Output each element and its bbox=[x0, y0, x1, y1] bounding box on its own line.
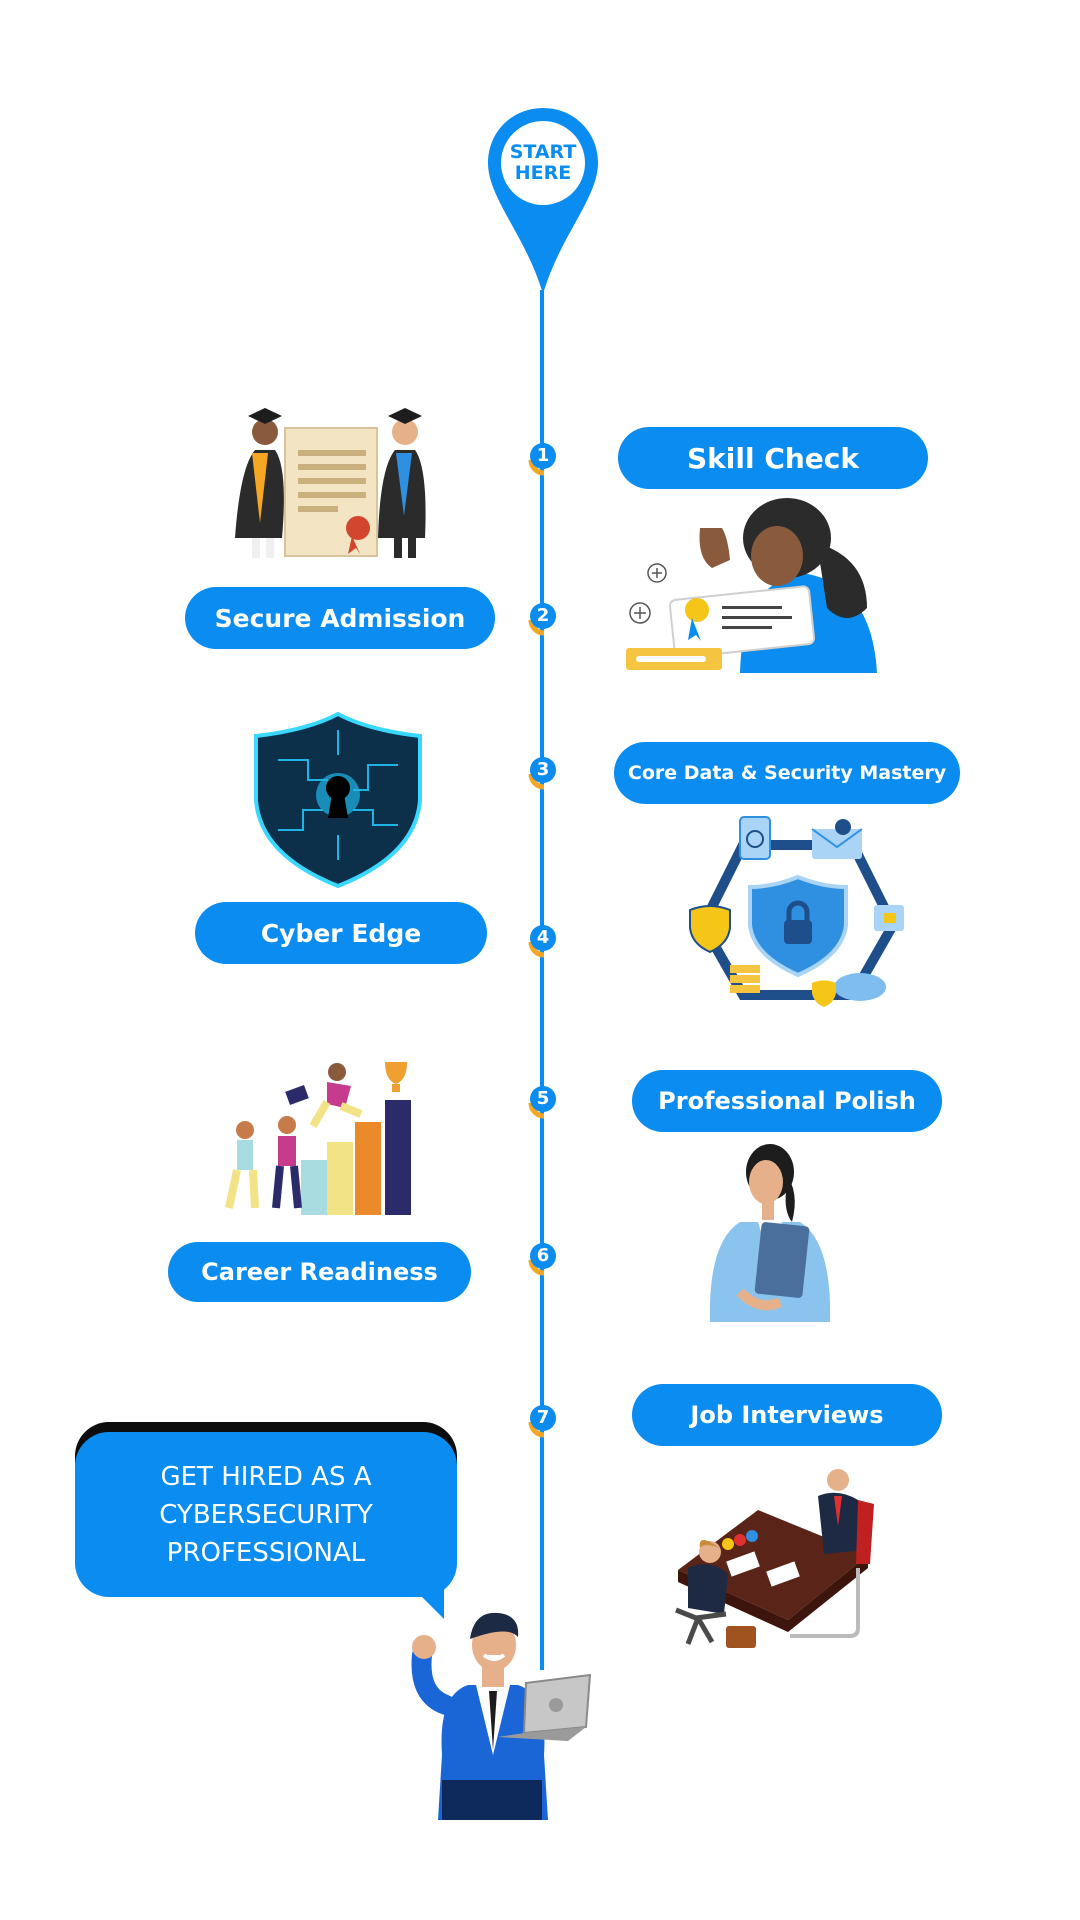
security-network-icon bbox=[689, 816, 904, 1007]
step-label-cyber-edge: Cyber Edge bbox=[195, 902, 487, 964]
graduates-diploma-icon bbox=[235, 408, 426, 558]
security-shield-keyhole-icon bbox=[254, 711, 422, 889]
step-label-secure-admission: Secure Admission bbox=[185, 587, 495, 649]
step-label-skill-check: Skill Check bbox=[618, 427, 928, 489]
career-growth-chart-icon bbox=[225, 1062, 411, 1215]
goal-line-1: GET HIRED AS A bbox=[160, 1461, 372, 1492]
start-pin-icon bbox=[488, 108, 598, 294]
start-pin-line1: START bbox=[509, 141, 577, 163]
step-number-1: 1 bbox=[536, 445, 550, 466]
step-number-4: 4 bbox=[536, 927, 550, 948]
start-pin-text: START HERE bbox=[496, 142, 590, 184]
step-node-4: 4 bbox=[527, 924, 557, 958]
goal-speech-bubble: GET HIRED AS A CYBERSECURITY PROFESSIONA… bbox=[75, 1432, 457, 1597]
goal-line-2: CYBERSECURITY bbox=[159, 1499, 373, 1530]
start-pin-line2: HERE bbox=[514, 162, 572, 184]
woman-certificate-icon bbox=[626, 498, 877, 673]
step-number-2: 2 bbox=[536, 605, 550, 626]
step-label-career-readiness: Career Readiness bbox=[168, 1242, 471, 1302]
step-node-5: 5 bbox=[527, 1085, 557, 1119]
business-woman-icon bbox=[709, 1144, 831, 1322]
step-label-core-data-security: Core Data & Security Mastery bbox=[614, 742, 960, 804]
step-number-6: 6 bbox=[536, 1245, 550, 1266]
step-number-3: 3 bbox=[536, 759, 550, 780]
step-node-2: 2 bbox=[527, 602, 557, 636]
step-node-7: 7 bbox=[527, 1404, 557, 1438]
step-label-professional-polish: Professional Polish bbox=[632, 1070, 942, 1132]
step-node-6: 6 bbox=[527, 1242, 557, 1276]
job-interview-icon bbox=[675, 1469, 874, 1648]
step-label-job-interviews: Job Interviews bbox=[632, 1384, 942, 1446]
goal-text: GET HIRED AS A CYBERSECURITY PROFESSIONA… bbox=[159, 1458, 373, 1572]
step-number-5: 5 bbox=[536, 1088, 550, 1109]
step-node-3: 3 bbox=[527, 756, 557, 790]
goal-line-3: PROFESSIONAL bbox=[166, 1537, 366, 1568]
step-node-1: 1 bbox=[527, 442, 557, 476]
step-number-7: 7 bbox=[536, 1407, 550, 1428]
timeline-line bbox=[540, 290, 544, 1670]
celebrating-man-icon bbox=[411, 1612, 592, 1820]
speech-bubble-tail bbox=[410, 1585, 444, 1619]
